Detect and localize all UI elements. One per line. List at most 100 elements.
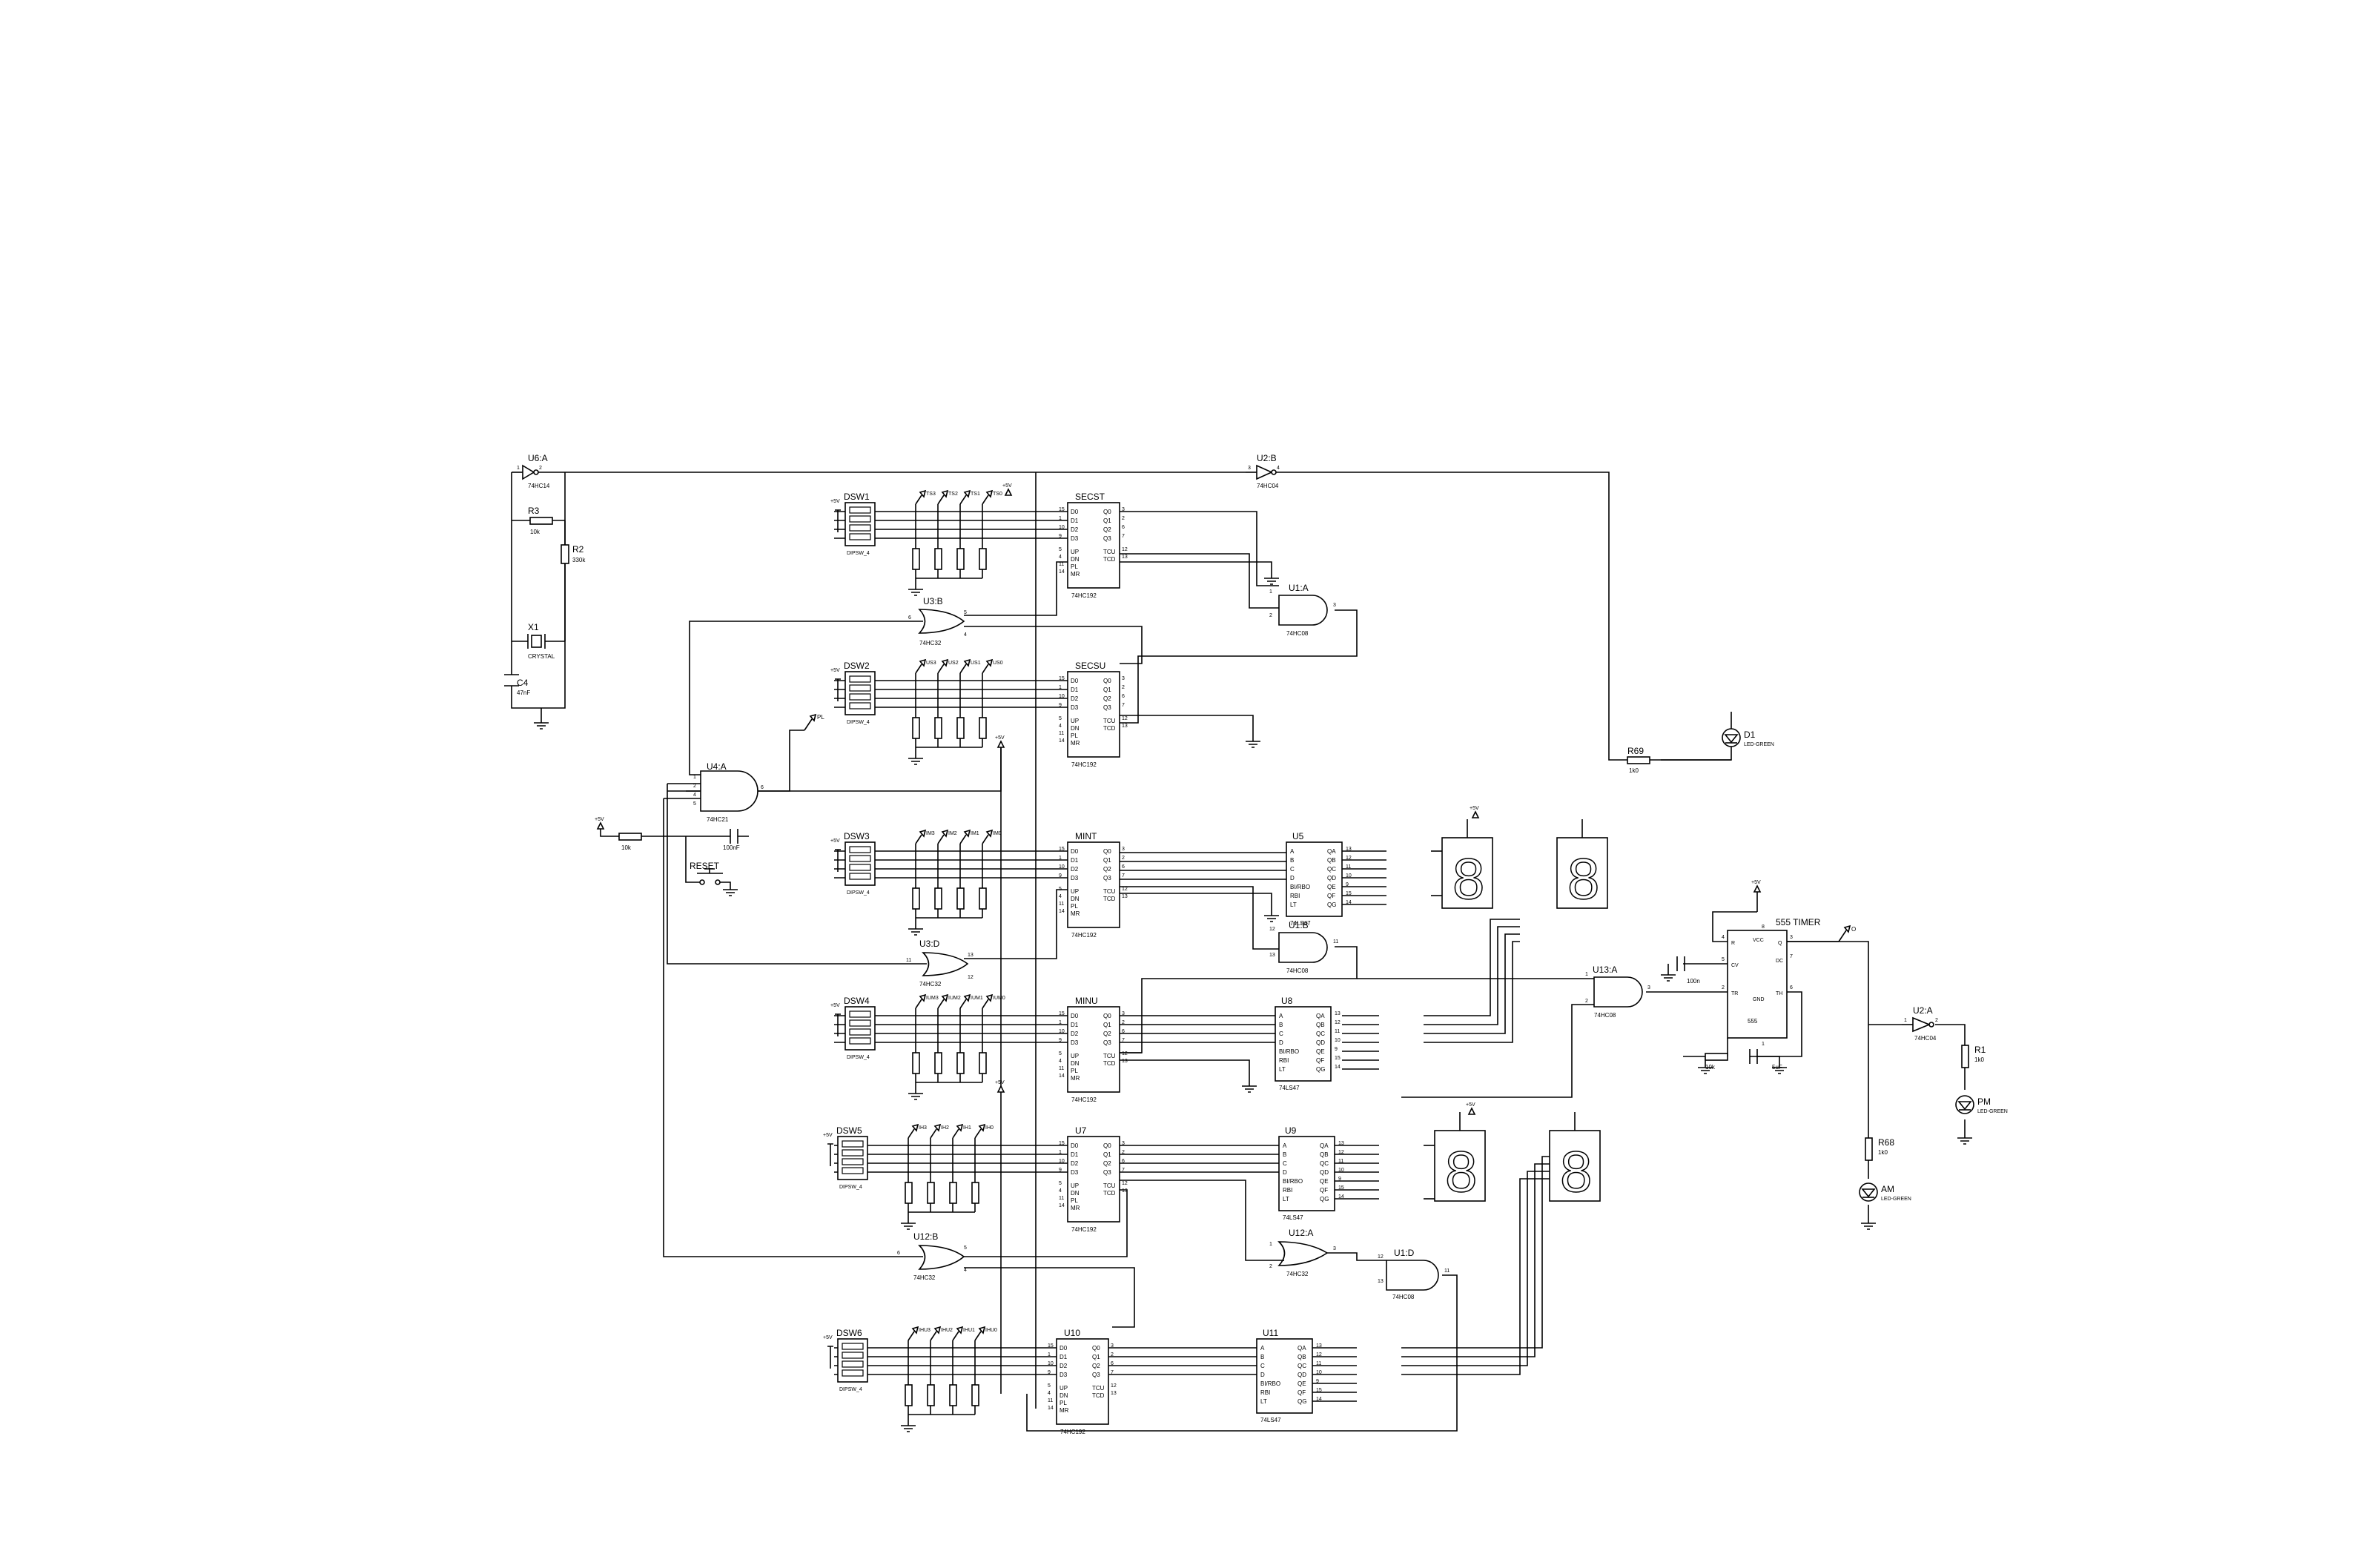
counter-u10[interactable]: U1074HC192D015D11D210D39UP5DN4PL11MR14Q0…	[1048, 1328, 1117, 1435]
counter-secst[interactable]: SECST74HC192D015D11D210D39UP5DN4PL11MR14…	[1059, 492, 1128, 599]
and-gate-u1a[interactable]: U1:A 74HC08 1 2 3	[1269, 583, 1336, 637]
led-am[interactable]: AM LED-GREEN	[1859, 1182, 1911, 1202]
timer-pin-vcc: VCC	[1753, 938, 1764, 943]
resistor-r2-ref: R2	[572, 544, 584, 555]
decoder-u5-pout-num-1: 12	[1346, 856, 1352, 861]
or-gate-u3d[interactable]: U3:D 74HC32 13 12 11	[906, 939, 974, 988]
and-gate-u4a[interactable]: U4:A 74HC21 1 2 4 5 6	[693, 761, 764, 823]
reset-button[interactable]: RESET	[690, 861, 723, 885]
counter-minu-pin-7: MR	[1071, 1075, 1080, 1082]
or-gate-u12b-pin-out: 6	[897, 1251, 900, 1256]
probe-pl[interactable]: PL	[804, 713, 824, 731]
or-gate-u3d-pin-a: 13	[968, 953, 974, 958]
led-d1[interactable]: D1 LED-GREEN	[1722, 728, 1774, 747]
or-gate-u3b-pin-out: 6	[908, 615, 911, 621]
or-gate-u12a[interactable]: U12:A 74HC32 1 2 3	[1268, 1228, 1336, 1277]
or-gate-u12a-pin-a: 1	[1269, 1242, 1272, 1247]
counter-secsu-ref: SECSU	[1075, 661, 1105, 671]
led-pm[interactable]: PM LED-GREEN	[1955, 1095, 2008, 1114]
resistor-r2[interactable]: R2 330k	[561, 544, 586, 564]
timer-capacitor[interactable]: 5uF	[1749, 1049, 1782, 1071]
inverter-u2a-ref: U2:A	[1913, 1005, 1933, 1016]
counter-secst-pout-3: Q3	[1103, 535, 1111, 542]
resistor-r3[interactable]: R3 10k	[528, 506, 553, 535]
probe-555-out[interactable]: O	[1838, 924, 1856, 942]
reset-capacitor[interactable]: 100nF	[723, 829, 749, 851]
inverter-u2a[interactable]: U2:A 74HC04 1 2	[1902, 1005, 1938, 1042]
probe-dsw3-0: IM3	[926, 831, 935, 836]
and-gate-u4a-pin-2: 2	[693, 784, 696, 789]
timer-resistor[interactable]: 10k	[1705, 1053, 1728, 1071]
counter-u7-pout-num-0: 3	[1122, 1141, 1125, 1146]
decoder-u8-pout-num-3: 10	[1335, 1038, 1341, 1043]
ground-2	[1264, 578, 1279, 585]
and-gate-u13a[interactable]: U13:A 74HC08 1 2 3	[1585, 965, 1650, 1019]
and-gate-u4a-ref: U4:A	[707, 761, 727, 772]
decoder-u5-pout-num-3: 10	[1346, 873, 1352, 879]
or-gate-u12a-part: 74HC32	[1286, 1271, 1309, 1277]
inverter-u2b-pin-out: 4	[1277, 466, 1280, 471]
timer-pin-tr: TR	[1731, 991, 1738, 996]
capacitor-c4[interactable]: C4 47nF	[504, 674, 530, 696]
probe-dsw6-3: IHU0	[985, 1328, 997, 1333]
counter-minu-pin-1: D1	[1071, 1022, 1079, 1028]
or-gate-u3b-ref: U3:B	[923, 596, 943, 606]
vcc-2-label: +5V	[1751, 880, 1761, 885]
decoder-u9-pout-6: QG	[1320, 1196, 1329, 1203]
reset-resistor[interactable]: 10k	[618, 833, 642, 851]
counter-secsu-pout-num-0: 3	[1122, 676, 1125, 681]
counter-mint[interactable]: MINT74HC192D015D11D210D39UP5DN4PL11MR14Q…	[1059, 831, 1128, 939]
decoder-u8-pin-0: A	[1279, 1013, 1283, 1019]
counter-secsu-pout-num-2: 6	[1122, 694, 1125, 699]
decoder-u9-pout-num-2: 11	[1338, 1159, 1343, 1164]
resistor-r1[interactable]: R1 1k0	[1961, 1045, 1986, 1068]
counter-secst-pout-num-0: 3	[1122, 507, 1125, 512]
probe-dsw4-1: IUM2	[948, 996, 961, 1001]
counter-u10-pin-num-1: 1	[1048, 1352, 1051, 1357]
ground-3	[1264, 915, 1279, 922]
counter-secsu-pin-num-4: 5	[1059, 716, 1062, 721]
and-gate-u1b[interactable]: U1:B 74HC08 12 13 11	[1269, 920, 1338, 974]
counter-secst-pout-1: Q1	[1103, 517, 1111, 524]
timer-capacitor-cv[interactable]: 100n	[1676, 956, 1700, 985]
ground-8	[1957, 1137, 1972, 1145]
counter-secsu[interactable]: SECSU74HC192D015D11D210D39UP5DN4PL11MR14…	[1059, 661, 1128, 768]
counter-secst-pin-6: PL	[1071, 563, 1078, 570]
timer-pin-num-dc: 7	[1790, 954, 1793, 959]
decoder-u5-ref: U5	[1292, 831, 1304, 841]
timer-pin-num-tr: 2	[1722, 985, 1725, 990]
counter-u7-pout-4: TCU	[1103, 1182, 1116, 1189]
or-gate-u3b[interactable]: U3:B 74HC32 5 4 6	[905, 596, 967, 646]
counter-mint-pin-num-6: 11	[1059, 902, 1064, 907]
decoder-u11-pout-5: QF	[1298, 1389, 1306, 1396]
inverter-u6a[interactable]: U6:A 74HC14 1 2	[512, 453, 550, 489]
inverter-u2b[interactable]: U2:B 74HC04 3 4	[1246, 453, 1280, 489]
decoder-u11-pin-1: B	[1260, 1354, 1264, 1360]
and-gate-u4a-part: 74HC21	[707, 816, 729, 823]
counter-secsu-pout-4: TCU	[1103, 718, 1116, 724]
decoder-u11-pin-3: D	[1260, 1372, 1265, 1378]
and-gate-u1d[interactable]: U1:D 74HC08 12 13 11	[1378, 1248, 1450, 1300]
timer-555[interactable]: 555 TIMER 555 R Q DC CV TR TH VCC GND 4 …	[1722, 917, 1821, 1047]
probe-dsw2-1: US2	[948, 661, 959, 666]
resistor-r68[interactable]: R68 1k0	[1865, 1137, 1894, 1161]
probe-555-out-label: O	[1851, 926, 1856, 933]
crystal-x1[interactable]: X1 CRYSTAL	[527, 622, 555, 660]
or-gate-u12b[interactable]: U12:B 74HC32 5 4 6	[886, 1231, 967, 1281]
resistor-r69[interactable]: R69 1k0	[1627, 746, 1650, 774]
counter-secsu-pin-1: D1	[1071, 687, 1079, 693]
counter-minu[interactable]: MINU74HC192D015D11D210D39UP5DN4PL11MR14Q…	[1059, 996, 1128, 1103]
decoder-u11-pin-5: RBI	[1260, 1389, 1270, 1396]
